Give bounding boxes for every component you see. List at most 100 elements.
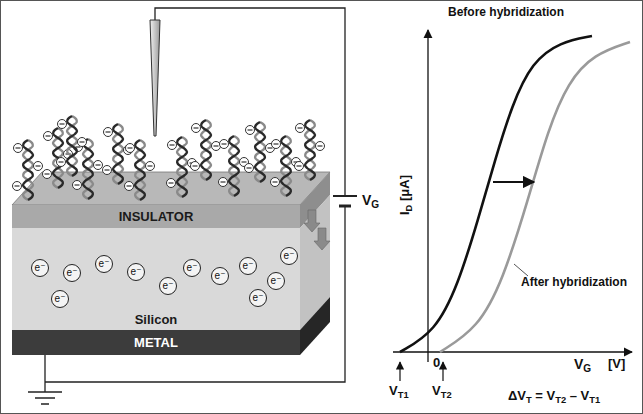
- negative-charge: [125, 182, 134, 191]
- electron: e⁻: [249, 289, 267, 307]
- threshold-label: VT2: [432, 384, 452, 400]
- silicon-layer: Silicon e⁻ e⁻ e⁻ e⁻ e⁻ e⁻ e⁻ e⁻ e⁻ e⁻ e⁻ e⁻: [12, 228, 300, 330]
- transfer-curves: [400, 36, 630, 352]
- negative-charge: [103, 166, 112, 175]
- electron: e⁻: [183, 259, 201, 277]
- layer-label: INSULATOR: [119, 210, 194, 223]
- field-arrow: [304, 210, 320, 232]
- negative-charge: [295, 162, 304, 171]
- negative-charge: [44, 132, 53, 141]
- negative-charge: [43, 170, 52, 179]
- electron-label: e⁻: [284, 251, 295, 261]
- negative-charge: [34, 162, 43, 171]
- dna-strand: [83, 139, 93, 199]
- leader-line: [514, 264, 528, 276]
- negative-charge: [14, 144, 23, 153]
- dna-strand: [229, 136, 239, 196]
- negative-charge: [296, 124, 305, 133]
- negative-charge: [220, 140, 229, 149]
- threshold-marker: [442, 362, 443, 381]
- dna-strand: [177, 137, 187, 197]
- axis-origin: 0: [433, 356, 440, 370]
- dna-strand: [281, 136, 291, 196]
- negative-charge: [94, 161, 103, 170]
- x-axis: [393, 351, 632, 352]
- dna-strand: [281, 136, 291, 196]
- dna-strand: [67, 116, 77, 176]
- electron-label: e⁻: [215, 271, 226, 281]
- shift-arrow: [493, 181, 534, 183]
- dna-strand: [23, 140, 33, 200]
- battery-plate: [339, 205, 351, 208]
- electron: e⁻: [63, 264, 81, 282]
- curve-label: Before hybridization: [448, 6, 564, 19]
- negative-charge: [104, 128, 113, 137]
- electron: e⁻: [31, 259, 49, 277]
- electron: e⁻: [51, 290, 69, 308]
- axis-title: ID [μA]: [398, 175, 414, 215]
- negative-charge: [246, 126, 255, 135]
- metal-side-face: [300, 297, 330, 355]
- insulator-layer: INSULATOR: [12, 205, 300, 228]
- negative-charge: [272, 140, 281, 149]
- electron-label: e⁻: [271, 276, 282, 286]
- electron: e⁻: [267, 272, 285, 290]
- negative-charge: [58, 120, 67, 129]
- formula: ΔVT = VT2 – VT1: [508, 389, 600, 405]
- dna-strand: [23, 140, 33, 200]
- dna-strands: [13, 116, 325, 200]
- dna-strand: [135, 140, 145, 200]
- layer-label: METAL: [134, 336, 178, 349]
- electron-label: e⁻: [35, 263, 46, 273]
- electron: e⁻: [95, 255, 113, 273]
- negative-charge: [126, 144, 135, 153]
- negative-charge: [192, 124, 201, 133]
- electron: e⁻: [239, 257, 257, 275]
- y-axis: [427, 30, 428, 362]
- threshold-marker: [399, 362, 400, 381]
- negative-charge: [167, 179, 176, 188]
- axis-unit: [V]: [608, 357, 625, 371]
- threshold-label: VT1: [389, 384, 409, 400]
- dna-strand: [177, 137, 187, 197]
- dna-strand: [255, 122, 265, 182]
- electron: e⁻: [159, 277, 177, 295]
- curve-label: After hybridization: [521, 276, 627, 289]
- layer-label: Silicon: [135, 313, 178, 326]
- battery-plate: [333, 195, 357, 197]
- electron: e⁻: [211, 267, 229, 285]
- electron-label: e⁻: [67, 268, 78, 278]
- electron-label: e⁻: [131, 267, 142, 277]
- negative-charge: [316, 142, 325, 151]
- electron: e⁻: [127, 263, 145, 281]
- electron-label: e⁻: [55, 294, 66, 304]
- dna-strand: [229, 136, 239, 196]
- dna-strand: [113, 124, 123, 184]
- negative-charge: [146, 162, 155, 171]
- axis-title: VG: [574, 357, 591, 374]
- negative-charge: [13, 182, 22, 191]
- dna-strand: [201, 120, 211, 180]
- dna-strand: [135, 140, 145, 200]
- electron-label: e⁻: [163, 281, 174, 291]
- field-arrow: [314, 228, 330, 250]
- curve-before: [400, 36, 592, 352]
- ground-symbol: [28, 392, 62, 404]
- negative-charge: [57, 158, 66, 167]
- dna-strand: [113, 124, 123, 184]
- dna-strand: [255, 122, 265, 182]
- negative-charge: [271, 178, 280, 187]
- negative-charge: [191, 162, 200, 171]
- negative-charge: [219, 178, 228, 187]
- negative-charge: [245, 164, 254, 173]
- voltage-source-label: VG: [362, 193, 379, 210]
- negative-charge: [168, 141, 177, 150]
- negative-charge: [78, 138, 87, 147]
- electron-label: e⁻: [99, 259, 110, 269]
- electron-label: e⁻: [243, 261, 254, 271]
- dna-strand: [83, 139, 93, 199]
